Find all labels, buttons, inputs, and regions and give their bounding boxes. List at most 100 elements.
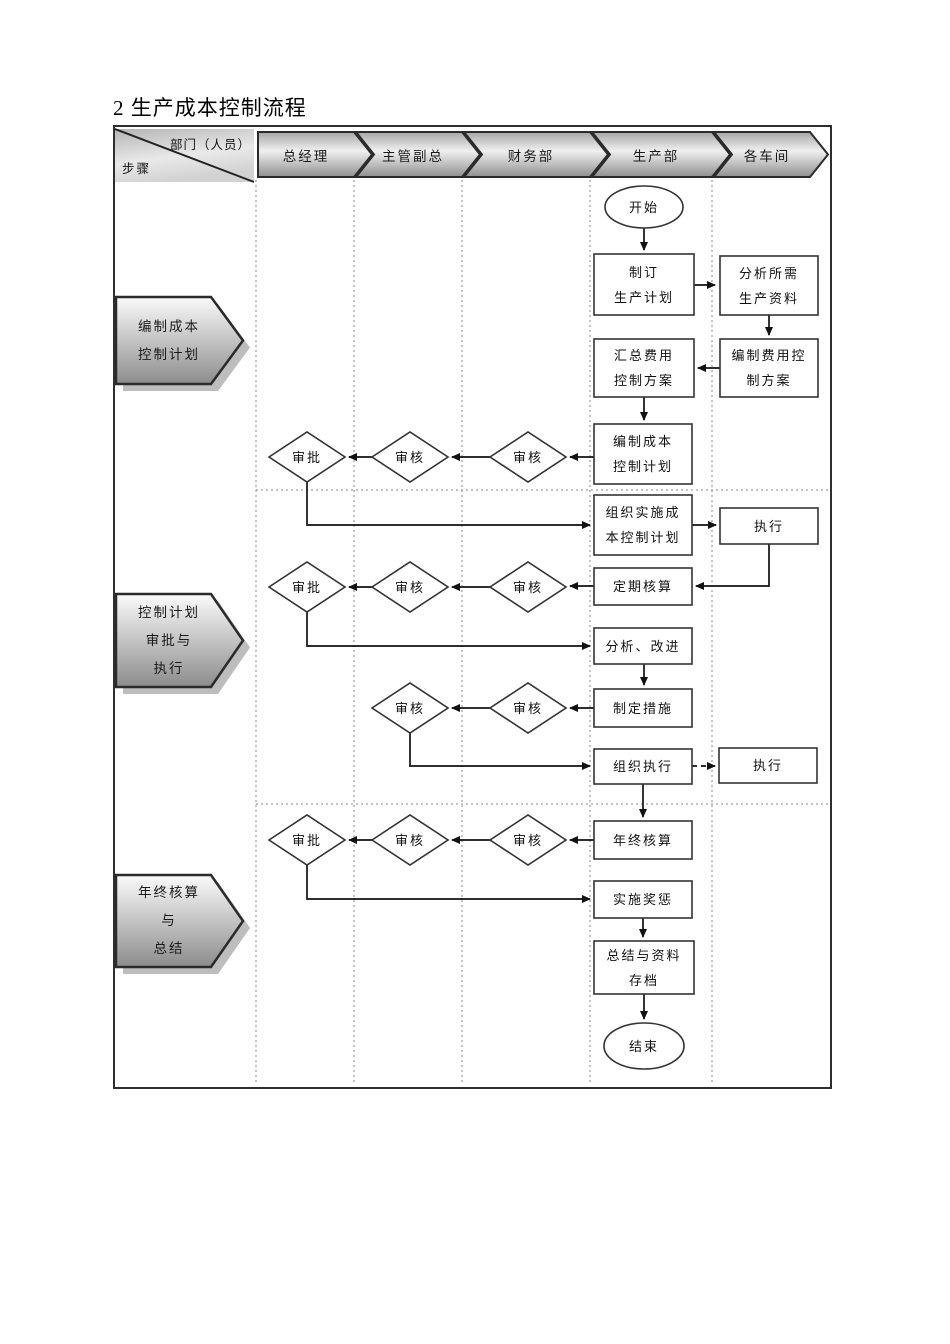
node-summarize-cost-plan-shape [593,338,695,398]
decision-review-6-shape [370,682,450,734]
node-execute-1-shape [719,507,819,545]
phase-3-line-3: 总结 [153,941,185,956]
flowchart: 部门（人员） 步骤 总经理 主管副总 财务部 生产部 各车间 编制成本 控制计划… [113,125,832,1089]
decision-review-8-shape [370,814,450,866]
node-analyze-improve-shape [593,627,693,665]
cost-control-line-2: 控制计划 [612,459,673,474]
decision-approve-2-label: 审批 [291,579,322,595]
phase-arrow-1 [115,295,245,386]
node-start-label: 开始 [628,199,659,215]
node-summary-archive-shape [593,940,695,995]
summary-archive-line-1: 总结与资料 [606,947,682,963]
arrow-approve1-to-implement [306,482,591,529]
decision-review-2-shape [370,431,450,483]
node-summarize-cost-plan-label: 汇总费用 控制方案 [594,339,694,397]
corner-label-department: 部门（人员） [169,138,251,152]
decision-review-1-shape [488,431,568,483]
decision-approve-3-shape [267,814,347,866]
header-chevron-production-dept [589,131,732,178]
node-analyze-materials-label: 分析所需 生产资料 [720,256,818,315]
header-label-production-dept: 生产部 [632,148,680,164]
node-periodic-accounting-label: 定期核算 [612,579,673,594]
decision-approve-3-label: 审批 [291,832,322,848]
corner-diagonal-line [115,128,255,183]
node-execute-2-shape [718,747,818,784]
phase-arrow-3 [115,873,245,969]
decision-review-6-label: 审核 [394,700,425,716]
summarize-line-1: 汇总费用 [613,348,674,363]
node-yearend-accounting-label: 年终核算 [612,832,673,848]
node-execute-2-label: 执行 [752,758,783,773]
node-reward-punishment-label: 实施奖惩 [612,892,673,907]
node-end-shape [603,1022,685,1070]
analyze-materials-line-1: 分析所需 [738,265,799,281]
header-label-workshops: 各车间 [743,148,791,164]
node-organize-implementation-shape [593,494,693,556]
header-label-deputy-gm: 主管副总 [382,148,444,164]
make-plan-line-2: 生产计划 [613,289,674,305]
decision-review-1-label: 审核 [512,449,543,465]
decision-review-2-label: 审核 [394,449,425,465]
connectors [306,228,773,1020]
node-prepare-cost-control-plan-label: 编制成本 控制计划 [594,424,692,484]
phase-2-line-2: 审批与 [145,632,193,648]
decision-review-3-label: 审核 [512,579,543,595]
phase-2-line-1: 控制计划 [138,604,200,620]
summarize-line-2: 控制方案 [613,373,674,388]
node-analyze-materials-shape [719,255,819,316]
node-start-shape [604,185,684,229]
prepare-expense-line-2: 制方案 [746,373,792,388]
node-organize-implementation-label: 组织实施成 本控制计划 [594,495,692,555]
arrow-execute1-to-periodic [695,544,770,590]
phase-3-line-2: 与 [161,913,177,928]
phase-1-line-2: 控制计划 [138,346,200,362]
node-execute-1-label: 执行 [753,518,784,534]
phase-3-line-1: 年终核算 [138,885,200,900]
header-chevron-general-manager [257,131,374,178]
decision-review-4-shape [370,561,450,613]
corner-label-steps: 步骤 [122,162,152,176]
grid-lines [255,180,828,1085]
arrow-review6-to-org-execution [409,733,591,770]
phase-2-line-3: 执行 [153,660,185,676]
node-reward-punishment-shape [593,880,693,919]
decision-review-7-shape [488,814,568,866]
phase-arrows [115,295,250,974]
arrow-approve2-to-analyze-improve [306,612,591,650]
node-make-plan-label: 制订 生产计划 [594,254,694,315]
decision-review-7-label: 审核 [512,832,543,848]
summary-archive-line-2: 存档 [628,972,659,988]
page-title: 2 生产成本控制流程 [113,96,307,120]
phase-1-line-1: 编制成本 [138,318,200,334]
decision-review-5-label: 审核 [512,700,543,716]
decision-approve-2-shape [267,561,347,613]
prepare-expense-line-1: 编制费用控 [731,348,807,363]
cost-control-line-1: 编制成本 [612,434,673,449]
organize-impl-line-2: 本控制计划 [605,530,681,545]
node-prepare-cost-control-plan-shape [593,423,693,485]
arrow-approve3-to-reward [306,865,591,903]
node-yearend-accounting-shape [593,820,693,860]
node-organize-execution-label: 组织执行 [612,759,673,774]
node-formulate-measures-label: 制定措施 [612,700,673,716]
make-plan-line-1: 制订 [628,264,659,280]
decision-review-3-shape [488,561,568,613]
phase-label-1: 编制成本 控制计划 [121,297,217,384]
header-chevron-workshops [711,131,830,178]
decision-approve-1-label: 审批 [291,449,322,465]
node-periodic-accounting-shape [593,567,693,606]
analyze-materials-line-2: 生产资料 [738,290,799,306]
node-analyze-improve-label: 分析、改进 [605,638,681,654]
node-end-label: 结束 [628,1038,659,1054]
node-prepare-expense-plan-label: 编制费用控 制方案 [720,339,818,397]
decision-review-4-label: 审核 [394,579,425,595]
node-formulate-measures-shape [593,688,693,728]
organize-impl-line-1: 组织实施成 [605,505,681,520]
header-label-finance-dept: 财务部 [507,148,555,164]
decision-review-8-label: 审核 [394,832,425,848]
decision-approve-1-shape [267,431,347,483]
decision-review-5-shape [488,682,568,734]
node-summary-archive-label: 总结与资料 存档 [594,941,694,994]
phase-arrow-2 [115,592,245,689]
header-chevron-finance-dept [461,131,610,178]
